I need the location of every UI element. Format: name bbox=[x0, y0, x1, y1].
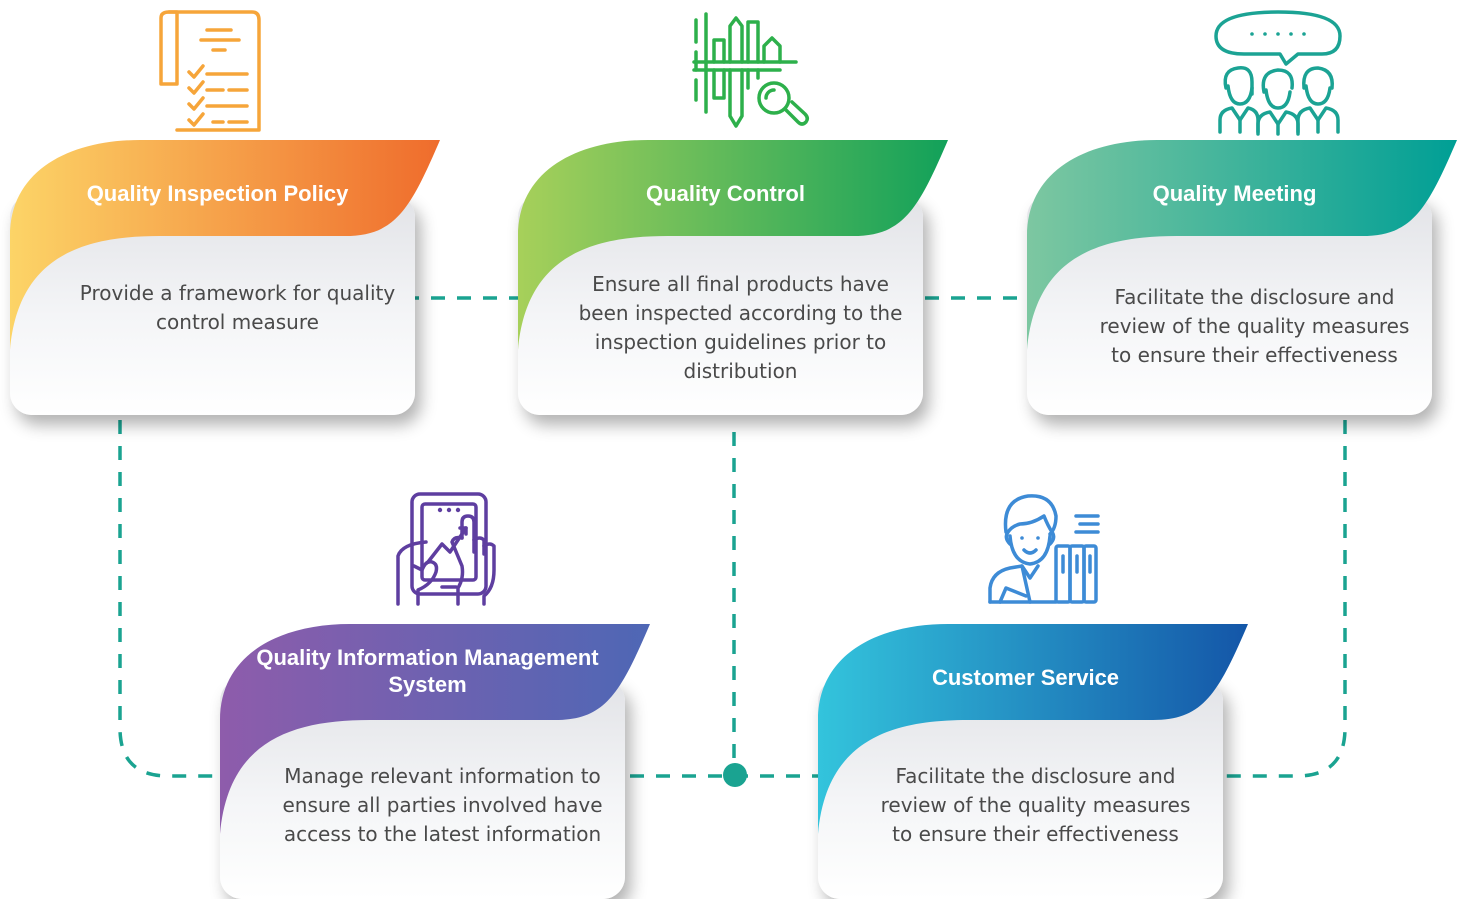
connector-junction-dot bbox=[723, 763, 747, 787]
card-header-shape bbox=[1027, 140, 1457, 350]
card-header-shape bbox=[518, 140, 948, 350]
card-title: Quality Inspection Policy bbox=[86, 180, 349, 206]
inspection-chart-magnifier-icon bbox=[692, 12, 810, 128]
connector-left-loop bbox=[118, 420, 222, 778]
card-header-shape bbox=[818, 624, 1248, 834]
group-meeting-icon bbox=[1214, 10, 1342, 136]
card-title: Quality Control bbox=[646, 180, 805, 206]
card-description: Facilitate the disclosure and review of … bbox=[880, 763, 1191, 846]
checklist-document-icon bbox=[159, 10, 261, 132]
card-quality-meeting: Quality Meeting Facilitate the disclosur… bbox=[1027, 140, 1457, 415]
card-description: Facilitate the disclosure and review of … bbox=[1099, 284, 1410, 367]
tablet-touch-chart-icon bbox=[396, 492, 496, 606]
card-description: Manage relevant information to ensure al… bbox=[282, 763, 603, 846]
card-customer-service: Customer Service Facilitate the disclosu… bbox=[818, 624, 1248, 899]
card-title: Quality Meeting bbox=[1152, 180, 1317, 206]
card-header-shape bbox=[220, 624, 650, 834]
card-description: Ensure all final products have been insp… bbox=[578, 271, 903, 383]
customer-service-agent-icon bbox=[988, 494, 1100, 604]
card-header-shape bbox=[10, 140, 440, 350]
connector-right-loop bbox=[1222, 420, 1347, 778]
card-title: Customer Service bbox=[931, 664, 1120, 690]
card-title: Quality Information Management System bbox=[256, 645, 599, 697]
card-quality-information-management-system: Quality Information Management System Ma… bbox=[220, 624, 650, 899]
card-description: Provide a framework for quality control … bbox=[79, 281, 396, 334]
card-quality-control: Quality Control Ensure all final product… bbox=[518, 140, 948, 415]
card-quality-inspection-policy: Quality Inspection Policy Provide a fram… bbox=[10, 140, 440, 415]
